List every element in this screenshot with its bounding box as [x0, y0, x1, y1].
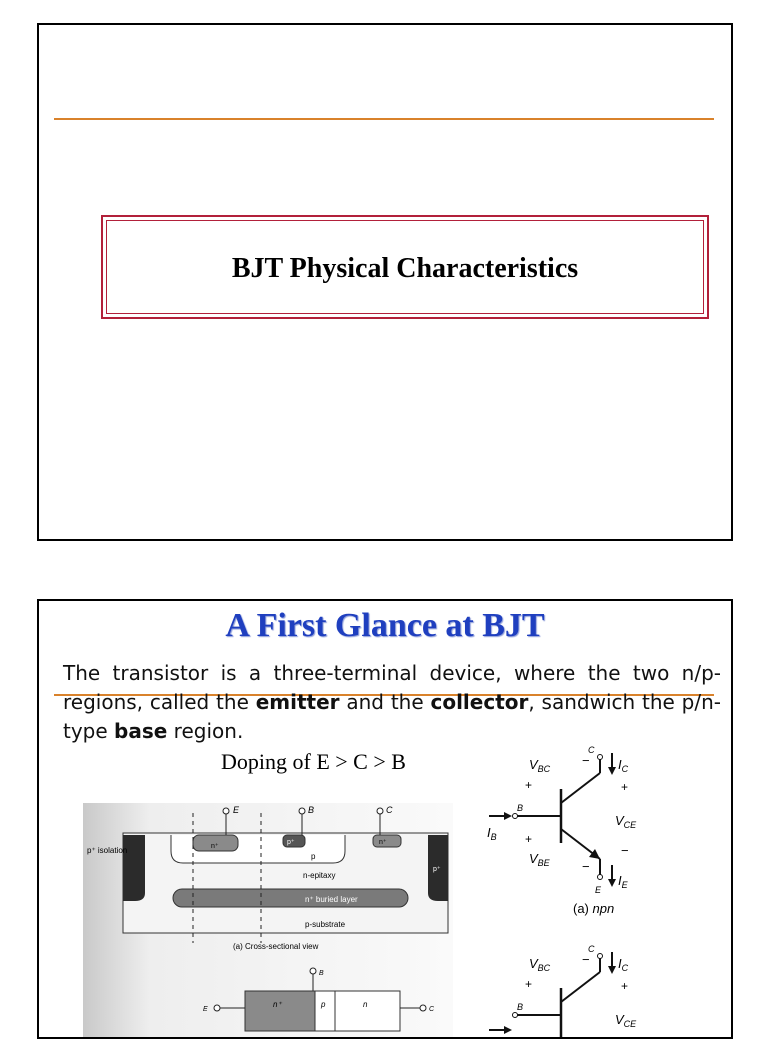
vbe-plus: +: [525, 832, 532, 846]
isolation-right: [428, 835, 448, 901]
intro-paragraph: The transistor is a three-terminal devic…: [63, 659, 721, 746]
simplified-p: [314, 990, 336, 1032]
title-slide-rule: [54, 118, 714, 120]
npn-collector-node: [597, 754, 603, 760]
npn-label-e: E: [595, 885, 602, 895]
para-text-1: The transistor is a three-terminal devic…: [63, 661, 721, 714]
second-vbc-label: VBC: [529, 956, 551, 973]
cross-section-figure: E B C p⁺ isolation n⁺ p p⁺ n⁺ n-epitaxy …: [83, 803, 453, 1037]
second-label-b: B: [517, 1002, 523, 1012]
npn-label-b: B: [517, 803, 523, 813]
simplified-label-n-plus: n⁺: [273, 1000, 282, 1009]
title-frame: BJT Physical Characteristics: [101, 215, 709, 319]
title-frame-inner: [106, 220, 704, 314]
content-slide: A First Glance at BJT The transistor is …: [37, 599, 733, 1039]
label-c: C: [386, 805, 393, 815]
title-slide: BJT Physical Characteristics: [37, 23, 733, 541]
ie-label: IE: [618, 873, 629, 890]
para-text-2: and the: [339, 690, 431, 714]
vce-label: VCE: [615, 813, 637, 830]
second-collector-diag: [560, 971, 601, 1003]
second-vce-label: VCE: [615, 1012, 637, 1029]
vce-plus: +: [621, 780, 628, 794]
vbc-label: VBC: [529, 757, 551, 774]
label-p-isolation: p⁺ isolation: [87, 846, 127, 855]
label-buried-layer: n⁺ buried layer: [305, 895, 358, 904]
npn-caption: (a) npn: [573, 901, 614, 916]
collector-contact-region: [372, 834, 402, 848]
term-collector: collector: [430, 690, 529, 714]
simplified-base-terminal: [309, 967, 317, 975]
term-emitter: emitter: [255, 690, 340, 714]
term-base: base: [114, 719, 168, 743]
slide-heading: A First Glance at BJT: [225, 607, 545, 644]
npn-emitter-arrow: [589, 849, 600, 859]
heading-rule: [54, 694, 714, 696]
vbc-plus: +: [525, 778, 532, 792]
vbe-minus: −: [582, 859, 590, 874]
second-vbc-plus: +: [525, 977, 532, 991]
vbe-label: VBE: [529, 851, 551, 868]
ic-arrow-head: [608, 767, 616, 775]
simplified-emitter-terminal: [213, 1004, 221, 1012]
label-p-base: p: [311, 852, 316, 861]
npn-collector-diag: [560, 772, 601, 804]
label-p-plus-right: p⁺: [433, 866, 441, 873]
collector-terminal: [376, 807, 384, 815]
simplified-n-plus: [244, 990, 316, 1032]
doping-statement: Doping of E > C > B: [221, 749, 406, 774]
label-n-plus-emitter: n⁺: [211, 843, 219, 850]
simplified-label-n: n: [363, 1000, 368, 1009]
simplified-collector-terminal: [419, 1004, 427, 1012]
ib-label: IB: [487, 825, 497, 842]
emitter-region: [192, 834, 239, 852]
para-text-4: region.: [167, 719, 244, 743]
simplified-n: [334, 990, 401, 1032]
ie-arrow-head: [608, 879, 616, 887]
cross-section-caption: (a) Cross-sectional view: [233, 942, 319, 951]
npn-symbol-figure: VBC − + C IC + VCE − B IB + VBE − E IE (…: [485, 741, 660, 926]
npn-label-c: C: [588, 745, 595, 755]
isolation-left: [123, 835, 145, 901]
second-ic-label: IC: [618, 956, 629, 973]
npn-base-node: [512, 813, 518, 819]
slide-title: BJT Physical Characteristics: [231, 253, 579, 284]
base-terminal: [298, 807, 306, 815]
para-text-3: , sandwich the p/n-type: [63, 690, 722, 743]
second-ic-arrow-head: [608, 966, 616, 974]
label-e: E: [233, 805, 240, 815]
second-collector-node: [597, 953, 603, 959]
second-ib-arrow-head: [504, 1026, 512, 1034]
ic-label: IC: [618, 757, 629, 774]
second-base-node: [512, 1012, 518, 1018]
label-n-plus-collector: n⁺: [379, 839, 387, 846]
vbc-minus: −: [582, 753, 590, 768]
vce-minus: −: [621, 843, 629, 858]
label-b: B: [308, 805, 314, 815]
label-n-epitaxy: n-epitaxy: [303, 871, 335, 880]
simplified-label-p: p: [320, 1000, 326, 1009]
buried-layer: [172, 888, 409, 908]
simplified-label-b: B: [319, 970, 324, 977]
base-contact-region: [282, 834, 306, 848]
second-label-c: C: [588, 944, 595, 954]
simplified-label-c: C: [429, 1006, 435, 1013]
npn-emitter-node: [597, 874, 603, 880]
second-vbc-minus: −: [582, 952, 590, 967]
emitter-terminal: [222, 807, 230, 815]
label-p-plus-base: p⁺: [287, 839, 295, 846]
second-vce-plus: +: [621, 979, 628, 993]
label-p-substrate: p-substrate: [305, 920, 346, 929]
ib-arrow-head: [504, 812, 512, 820]
simplified-label-e: E: [203, 1006, 208, 1013]
